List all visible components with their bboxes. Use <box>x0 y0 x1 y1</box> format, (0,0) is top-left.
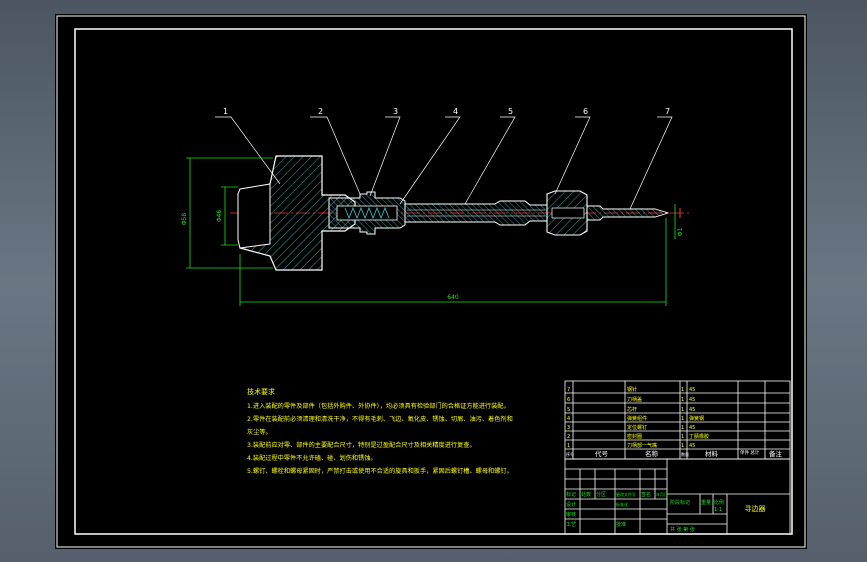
tech-req-line-6: 5.螺钉、螺栓和螺母紧固时，严禁打击或使用不合适的旋具和扳手，紧固后螺钉槽、螺母… <box>247 467 513 475</box>
bom-header-qty: 数量 <box>681 451 689 457</box>
bom-mat-6: 45 <box>689 397 695 403</box>
balloon-2: 2 <box>318 107 323 116</box>
bom-no-5: 5 <box>567 407 570 413</box>
dim-overall-length: 640 <box>447 294 459 301</box>
outer-border <box>56 15 806 548</box>
tech-req-line-4: 3.装配前应对零、部件的主要配合尺寸，特别是过盈配合尺寸及相关精度进行复查。 <box>247 441 476 449</box>
bom-qty-2: 1 <box>681 434 684 440</box>
bom-name-6: 刀柄盖 <box>627 396 642 403</box>
bom-name-7: 钢针 <box>627 386 637 393</box>
tech-req-line-3: 灰尘等。 <box>247 428 272 436</box>
bom-name-5: 芯杆 <box>627 406 637 413</box>
mark-label-2: 处数 <box>581 491 591 498</box>
balloon-5: 5 <box>508 107 513 116</box>
cap-nut-bore <box>551 207 585 219</box>
balloon-6: 6 <box>583 107 588 116</box>
bom-no-3: 3 <box>567 425 570 431</box>
bom-mat-3: 45 <box>689 425 695 431</box>
inner-border <box>74 28 793 535</box>
bom-no-2: 2 <box>567 434 570 440</box>
bom-header-code: 代号 <box>595 449 609 458</box>
drawing-name: 寻边器 <box>745 504 766 513</box>
bom-qty-6: 1 <box>681 397 684 403</box>
tech-requirements: 技术要求 1.进入装配的零件及部件（包括外购件、外协件），均必须具有检验部门的合… <box>247 387 513 475</box>
part-handle-head-recess <box>237 183 271 249</box>
role-standardization: 标准化 <box>616 501 628 507</box>
dim-tip: Φ1 <box>677 228 684 237</box>
mark-label-6: 年月日 <box>656 491 668 497</box>
bom-qty-3: 1 <box>681 425 684 431</box>
bom-no-4: 4 <box>567 416 570 422</box>
bom-mat-2: 丁腈橡胶 <box>689 433 709 440</box>
role-designer: 设计 <box>566 501 576 508</box>
bom-name-2: 密封圈 <box>627 433 642 440</box>
bom-no-1: 1 <box>567 443 570 449</box>
bom-rows: 7 钢针 1 45 6 刀柄盖 1 45 5 芯杆 1 45 4 弹簧组件 1 … <box>567 386 709 449</box>
bom-no-6: 6 <box>567 397 570 403</box>
leaders <box>215 116 673 210</box>
dimension-lines <box>186 157 676 306</box>
scale-label: 比例 <box>714 499 724 506</box>
bom-qty-1: 1 <box>681 443 684 449</box>
dim-head-height: Φ58 <box>181 213 188 226</box>
bom-name-1: 刀柄部一气嘴 <box>627 442 657 449</box>
bom-header-weight: 单件 总计 <box>740 449 760 456</box>
bom-mat-7: 45 <box>689 387 695 393</box>
balloon-3: 3 <box>393 107 398 116</box>
mark-label-4: 更改文件号 <box>616 491 636 497</box>
tech-req-line-1: 1.进入装配的零件及部件（包括外购件、外协件），均必须具有检验部门的合格证方能进… <box>247 402 510 410</box>
bom-qty-7: 1 <box>681 387 684 393</box>
mark-label-5: 签名 <box>641 491 651 498</box>
role-reviewer: 审核 <box>566 511 576 518</box>
bom-mat-1: 45 <box>689 443 695 449</box>
tech-req-line-5: 4.装配过程中零件不允许磕、碰、划伤和锈蚀。 <box>247 454 377 462</box>
stage-label: 阶段标记 <box>670 499 690 506</box>
balloon-4: 4 <box>453 107 458 116</box>
balloon-1: 1 <box>223 107 228 116</box>
balloon-labels: 1 2 3 4 5 6 7 <box>223 107 670 116</box>
title-block-lines <box>564 458 791 535</box>
tech-req-line-2: 2.零件在装配前必须清理和清洗干净，不得有毛刺、飞边、氧化皮、锈蚀、切屑、油污、… <box>247 415 513 423</box>
weight-label: 重量 <box>701 499 711 506</box>
tech-req-title: 技术要求 <box>247 387 275 396</box>
bom-header: 序号 代号 名称 数量 材料 单件 总计 备注 <box>566 449 783 458</box>
mark-label-1: 标记 <box>566 491 576 498</box>
bom-header-name: 名称 <box>645 449 659 458</box>
bom-qty-4: 1 <box>681 416 684 422</box>
part-core-rod <box>404 200 548 226</box>
bom-header-note: 备注 <box>769 449 783 458</box>
balloon-7: 7 <box>665 107 670 116</box>
bom-qty-5: 1 <box>681 407 684 413</box>
bom-mat-5: 45 <box>689 407 695 413</box>
mark-label-3: 分区 <box>596 491 606 498</box>
cad-drawing: 1 2 3 4 5 6 7 Φ58 Φ46 640 Φ1 技术要求 1.进入装配… <box>56 15 806 548</box>
bom-table <box>564 380 791 460</box>
bom-header-no: 序号 <box>566 451 574 457</box>
bom-mat-4: 弹簧钢 <box>689 415 704 422</box>
sheet-count: 共 张 第 张 <box>670 526 695 533</box>
bom-name-3: 定位螺钉 <box>627 424 647 431</box>
role-process: 工艺 <box>566 522 576 528</box>
role-approver: 批准 <box>616 521 626 528</box>
part-spring <box>344 206 390 220</box>
bom-header-mat: 材料 <box>705 449 719 458</box>
dim-head-inner: Φ46 <box>216 210 223 223</box>
part-needle <box>586 205 670 221</box>
bom-name-4: 弹簧组件 <box>627 415 647 422</box>
scale-value: 1:1 <box>714 507 722 513</box>
bom-no-7: 7 <box>567 387 570 393</box>
drawing-sheet: 1 2 3 4 5 6 7 Φ58 Φ46 640 Φ1 技术要求 1.进入装配… <box>55 14 807 549</box>
title-block-text: 标记 处数 分区 更改文件号 签名 年月日 设计 标准化 审核 工艺 批准 阶段… <box>566 491 724 533</box>
